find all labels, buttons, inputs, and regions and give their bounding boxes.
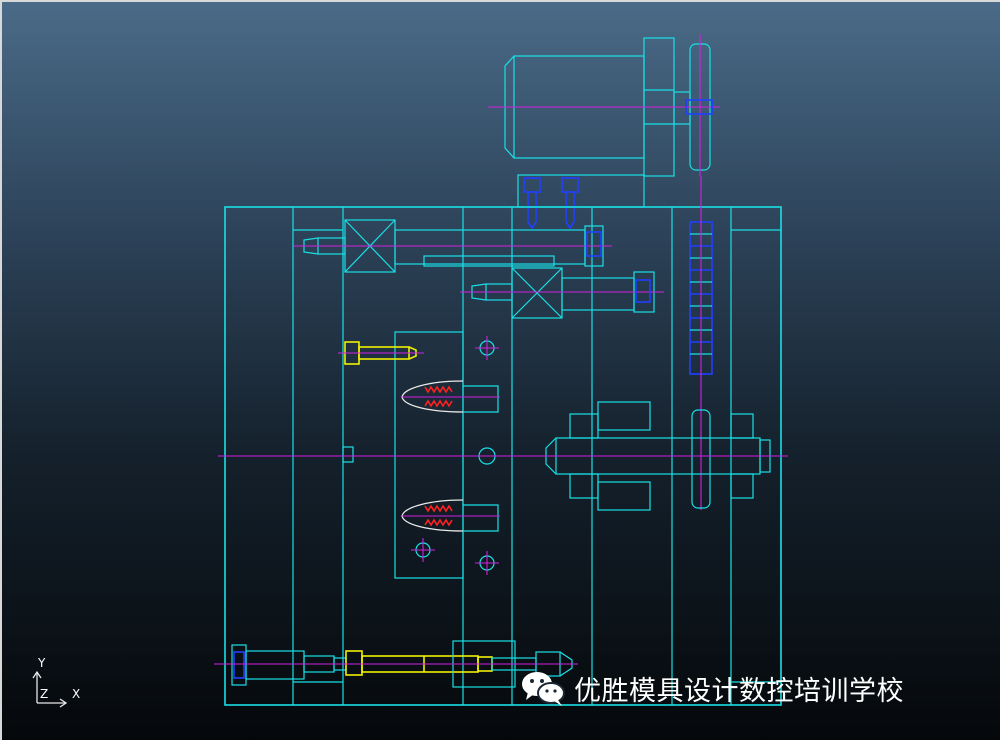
watermark-text: 优胜模具设计数控培训学校 bbox=[574, 675, 904, 707]
cavity-lower bbox=[401, 499, 500, 532]
wechat-icon bbox=[522, 672, 565, 706]
upper-screw-rod[interactable] bbox=[294, 219, 612, 273]
drive-chain bbox=[689, 176, 713, 510]
axis-label-y: Y bbox=[37, 656, 46, 670]
bottom-rod[interactable] bbox=[214, 640, 578, 688]
motor-support bbox=[517, 174, 645, 230]
axis-triad: Y Z X bbox=[32, 656, 80, 708]
axis-label-z: Z bbox=[40, 687, 48, 701]
axis-label-x: X bbox=[72, 687, 80, 701]
ejector-pin-upper[interactable] bbox=[338, 341, 424, 365]
middle-screw-rod[interactable] bbox=[460, 267, 664, 319]
watermark: 优胜模具设计数控培训学校 bbox=[520, 667, 904, 709]
gear-shaft[interactable] bbox=[218, 401, 788, 511]
cavity-upper bbox=[401, 380, 500, 413]
motor-housing[interactable] bbox=[488, 34, 720, 177]
